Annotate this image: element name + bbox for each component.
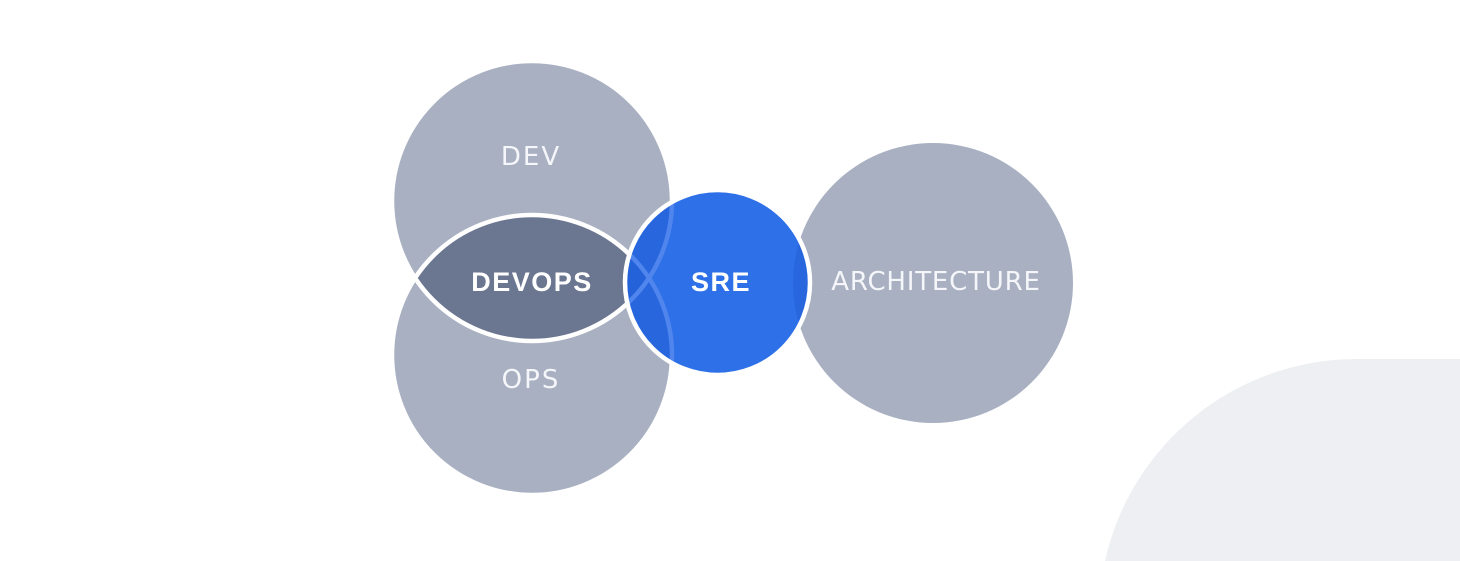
sre-overlap-ops-arc — [625, 212, 675, 375]
architecture-circle — [793, 143, 1073, 423]
devops-label: DEVOPS — [471, 267, 593, 297]
ops-label: OPS — [502, 365, 561, 395]
sre-circle-outline — [622, 187, 813, 378]
devops-lens — [415, 215, 649, 341]
sre-label: SRE — [691, 267, 751, 297]
architecture-label: ARCHITECTURE — [831, 267, 1040, 297]
dev-label: DEV — [501, 142, 561, 172]
corner-decoration — [1105, 358, 1460, 561]
